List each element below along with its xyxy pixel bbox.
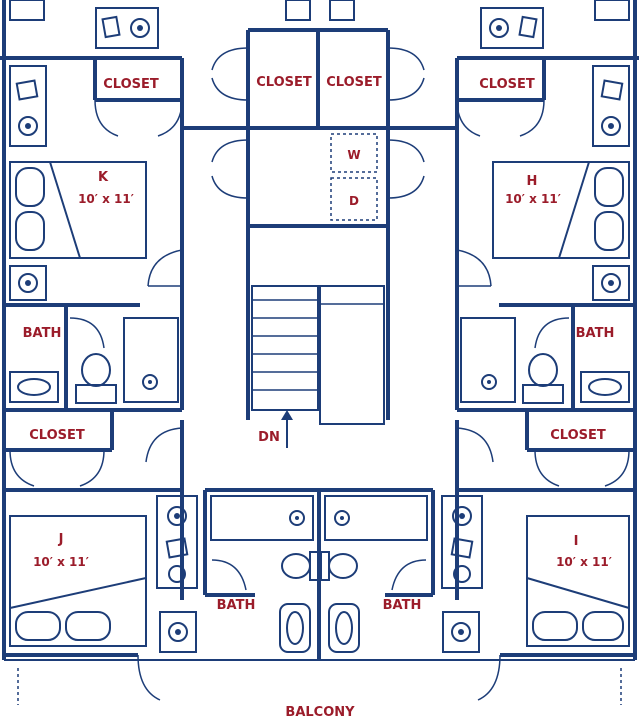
desk-icon (95, 7, 159, 49)
shower-icon (460, 317, 516, 403)
bath-label-bottom-left: BATH (217, 598, 256, 613)
room-k-name: K (98, 170, 109, 185)
closet-label-center-left: CLOSET (256, 75, 312, 90)
bed-i-icon (526, 515, 630, 647)
desk-icon (480, 7, 544, 49)
dresser-i-icon (442, 611, 480, 653)
dresser-icon (594, 0, 630, 21)
toilet-icon (75, 384, 117, 404)
dresser-k-icon (9, 265, 47, 301)
desks (9, 0, 630, 653)
walls (0, 0, 639, 705)
stairs-down-label: DN (258, 430, 280, 445)
arrow-up-icon (281, 410, 293, 420)
room-j-size: 10′ x 11′ (33, 555, 89, 569)
dryer-icon (330, 177, 378, 221)
bath-label-bottom-right: BATH (383, 598, 422, 613)
room-j-name: J (58, 532, 64, 547)
sink-icon (9, 371, 59, 403)
labels: CLOSET CLOSET CLOSET CLOSET W D K 10′ x … (23, 75, 615, 720)
shower-icon (123, 317, 179, 403)
closet-label-top-right: CLOSET (479, 77, 535, 92)
stairs (251, 285, 385, 448)
balcony-label: BALCONY (285, 705, 355, 720)
shower-icon (324, 495, 428, 541)
bath-label-left: BATH (23, 326, 62, 341)
washer-label: W (347, 148, 360, 162)
desk-j-icon (156, 495, 198, 589)
bed-k-icon (9, 161, 147, 259)
room-h-size: 10′ x 11′ (505, 192, 561, 206)
dresser-icon (329, 0, 355, 21)
sink-icon (279, 603, 311, 653)
desk-i-icon (441, 495, 483, 589)
dresser-h-icon (592, 265, 630, 301)
dresser-icon (9, 0, 45, 21)
bath-label-right: BATH (576, 326, 615, 341)
closet-label-center-right: CLOSET (326, 75, 382, 90)
beds (9, 161, 630, 647)
door-swings (9, 47, 630, 701)
desk-k-icon (9, 65, 47, 147)
laundry (330, 133, 378, 221)
closet-label-top-left: CLOSET (103, 77, 159, 92)
room-i-name: I (574, 534, 579, 549)
toilet-icon (328, 553, 358, 579)
room-i-size: 10′ x 11′ (556, 555, 612, 569)
bath-fixtures (9, 317, 630, 653)
bed-j-icon (9, 515, 147, 647)
bed-h-icon (492, 161, 630, 259)
desk-h-icon (592, 65, 630, 147)
toilet-icon (522, 384, 564, 404)
room-k-size: 10′ x 11′ (78, 192, 134, 206)
dryer-label: D (349, 194, 359, 208)
sink-icon (328, 603, 360, 653)
toilet-icon (281, 553, 311, 579)
room-h-name: H (527, 174, 538, 189)
dresser-icon (285, 0, 311, 21)
closet-label-middle-left: CLOSET (29, 428, 85, 443)
dresser-j-icon (159, 611, 197, 653)
shower-icon (210, 495, 314, 541)
closet-label-middle-right: CLOSET (550, 428, 606, 443)
sink-icon (580, 371, 630, 403)
